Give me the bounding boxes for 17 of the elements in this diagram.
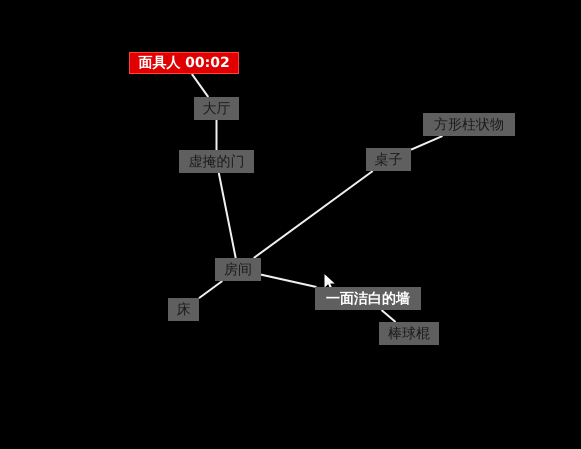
node-box: 棒球棍 xyxy=(379,322,439,345)
connector-line xyxy=(218,172,237,258)
node-box: 方形柱状物 xyxy=(423,113,515,136)
timer-badge: 面具人 00:02 xyxy=(129,52,239,74)
connector-line xyxy=(198,280,223,299)
node-box: 桌子 xyxy=(366,148,411,171)
connector-line xyxy=(191,73,210,98)
node-box: 房间 xyxy=(215,258,261,281)
connector-line xyxy=(260,274,317,288)
node-box: 一面洁白的墙 xyxy=(315,287,421,310)
connector-line xyxy=(253,170,374,259)
node-box: 虚掩的门 xyxy=(179,150,254,173)
connector-line xyxy=(410,135,443,151)
connector-line xyxy=(216,120,218,150)
node-box: 床 xyxy=(168,298,199,321)
node-box: 大厅 xyxy=(194,97,239,120)
connector-line xyxy=(380,309,396,323)
